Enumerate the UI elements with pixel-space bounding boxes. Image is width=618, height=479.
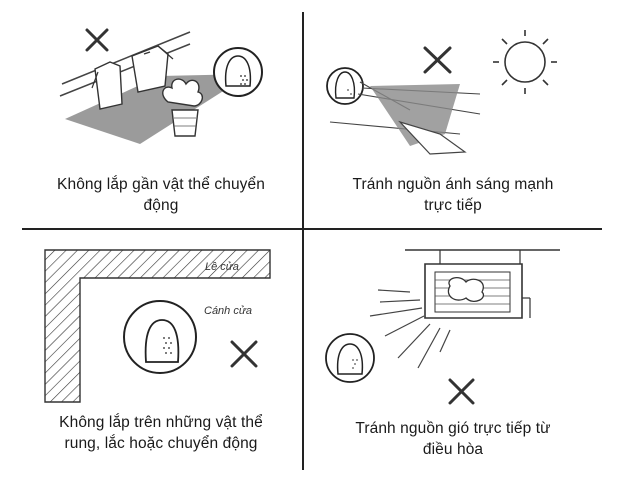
motion-sensor-icon (327, 68, 363, 104)
panel-1-caption: Không lắp gần vật thể chuyển động (22, 174, 300, 216)
sun-icon (493, 30, 557, 94)
panel-clothesline-illustration (40, 14, 300, 164)
caption-line-2: điều hòa (304, 439, 602, 460)
motion-sensor-icon (124, 301, 196, 373)
panel-3-caption: Không lắp trên những vật thể rung, lắc h… (22, 412, 300, 454)
motion-sensor-icon (214, 48, 262, 96)
panel-4-caption: Tránh nguồn gió trực tiếp từ điều hòa (304, 418, 602, 460)
horizontal-divider (22, 228, 602, 230)
panel-2-caption: Tránh nguồn ánh sáng mạnh trực tiếp (304, 174, 602, 216)
panel-door-illustration: Lề cửa Cánh cửa (40, 242, 300, 402)
air-conditioner-icon (405, 250, 560, 318)
caption-line-2: trực tiếp (304, 195, 602, 216)
cross-mark-icon (87, 30, 107, 50)
cross-mark-icon (450, 380, 473, 403)
caption-line-1: Tránh nguồn gió trực tiếp từ (304, 418, 602, 439)
caption-line-1: Không lắp trên những vật thể (22, 412, 300, 433)
cross-mark-icon (232, 342, 256, 366)
caption-line-1: Không lắp gần vật thể chuyển (22, 174, 300, 195)
panel-sunlight-illustration (310, 24, 600, 164)
caption-line-2: động (22, 195, 300, 216)
door-frame-label: Lề cửa (205, 261, 239, 273)
caption-line-2: rung, lắc hoặc chuyển động (22, 433, 300, 454)
door-wing-label: Cánh cửa (204, 305, 252, 317)
vertical-divider (302, 12, 304, 470)
caption-line-1: Tránh nguồn ánh sáng mạnh (304, 174, 602, 195)
motion-sensor-icon (326, 334, 374, 382)
panel-aircon-illustration (310, 240, 600, 410)
cross-mark-icon (425, 48, 450, 72)
